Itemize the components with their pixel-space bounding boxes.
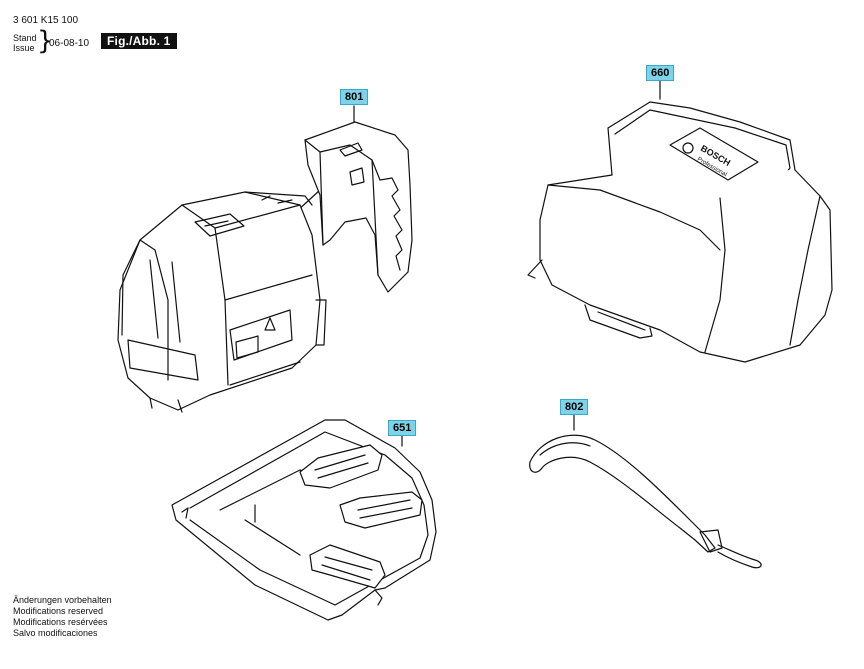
callout-801: 801: [340, 89, 369, 105]
wrist-strap-drawing: [529, 434, 762, 569]
notice-line-en: Modifications reserved: [13, 606, 104, 616]
target-plate-drawing: [171, 419, 437, 621]
callout-802: 802: [560, 399, 589, 415]
brace-glyph: }: [37, 26, 54, 56]
part-number: 3 601 K15 100: [13, 15, 79, 26]
issue-label: Issue: [13, 43, 35, 53]
protective-cap-drawing: [304, 121, 413, 293]
issue-date: 06-08-10: [49, 38, 90, 49]
bosch-logo-plate: [669, 127, 759, 181]
laser-tool-drawing: [117, 191, 327, 413]
callout-660: 660: [646, 65, 675, 81]
figure-label: Fig./Abb. 1: [101, 33, 177, 49]
callout-651: 651: [388, 420, 417, 436]
notice-line-de: Änderungen vorbehalten: [13, 595, 112, 605]
bosch-logo-circle: [682, 142, 694, 154]
stand-issue-label: Stand Issue: [13, 33, 37, 53]
notice-line-fr: Modifications resérvées: [13, 617, 108, 627]
carrying-pouch-drawing: [527, 101, 833, 363]
notice-line-es: Salvo modificaciones: [13, 628, 98, 638]
stand-label: Stand: [13, 33, 37, 43]
modifications-notice: Änderungen vorbehalten Modifications res…: [13, 595, 112, 639]
